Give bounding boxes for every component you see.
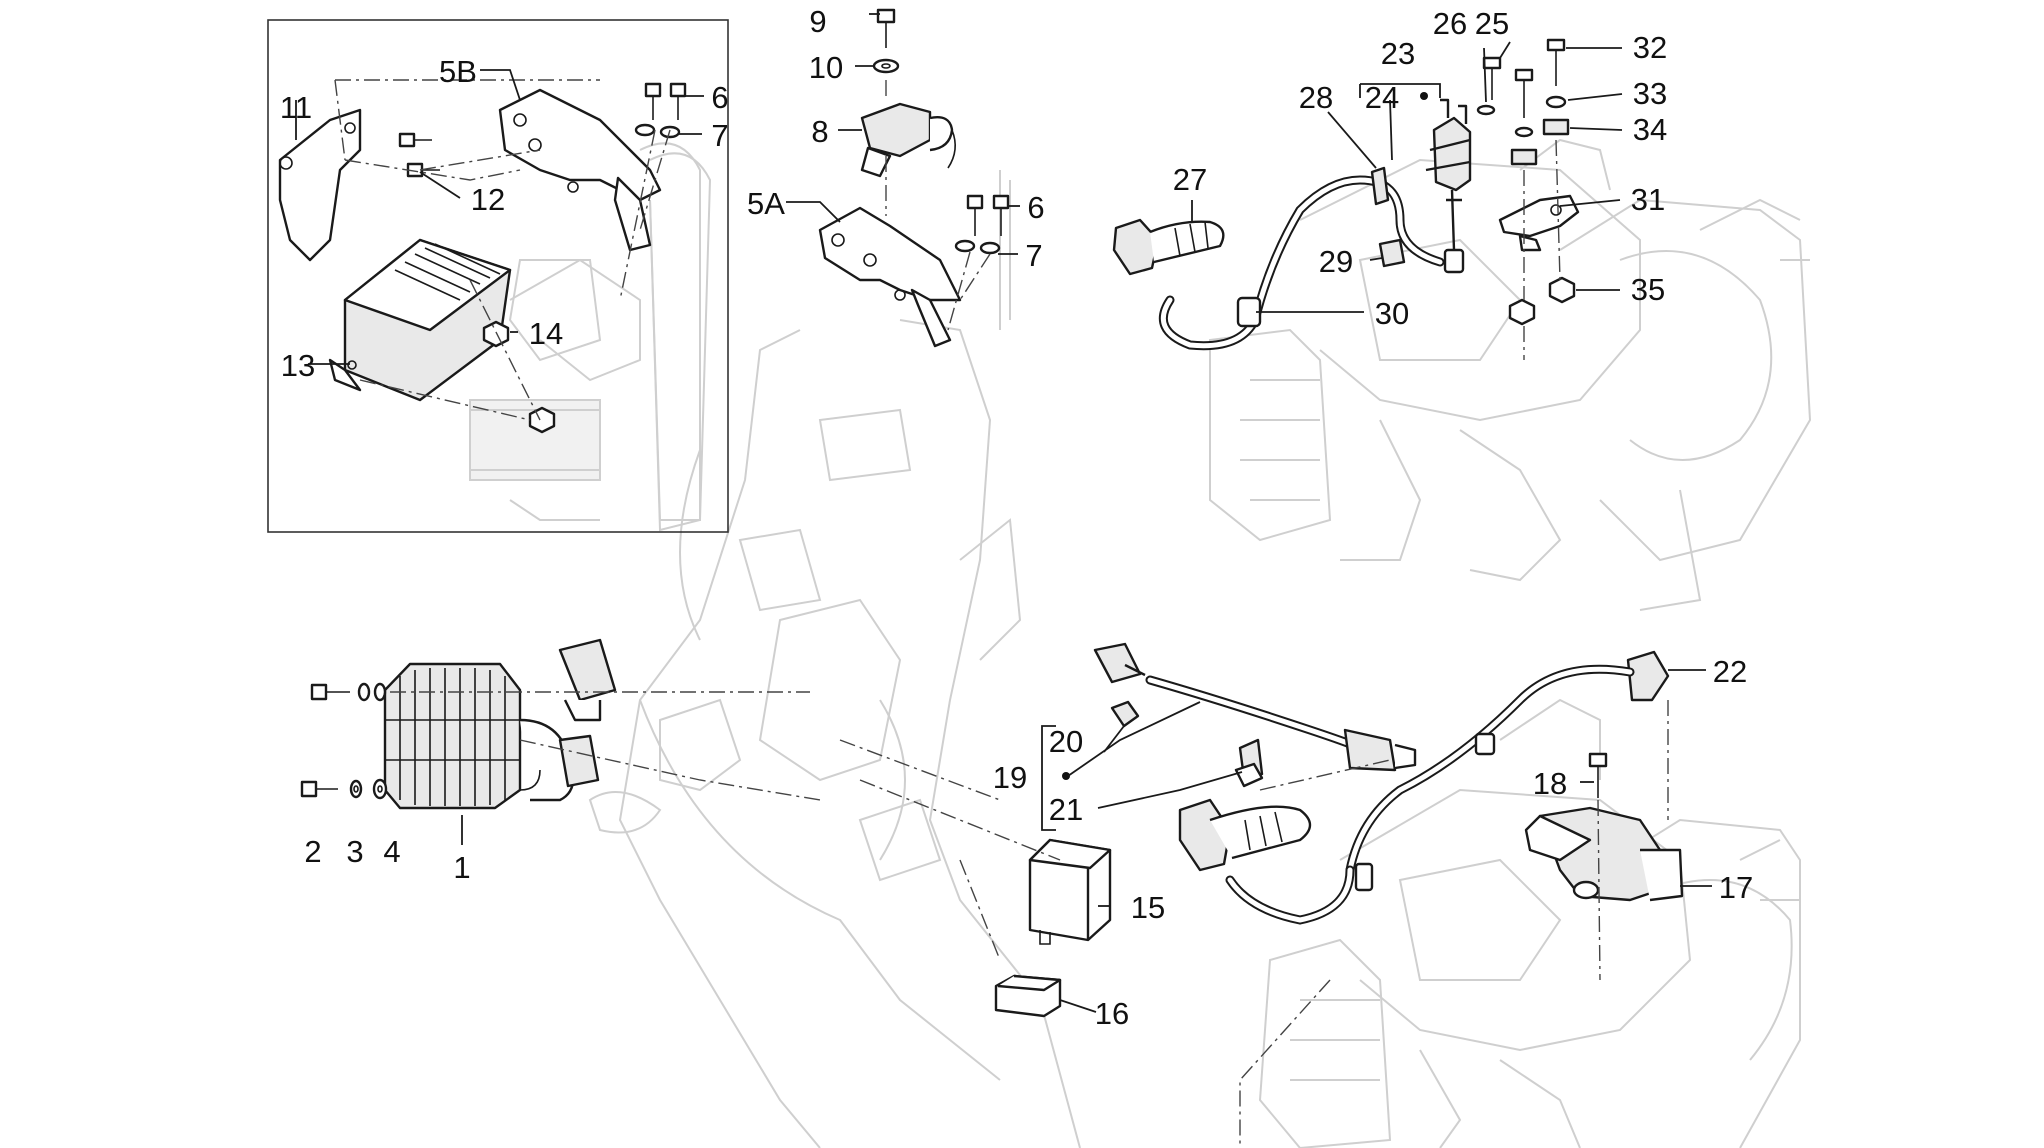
- bolts-part-12: [398, 132, 440, 178]
- callout-27: 27: [1173, 162, 1207, 197]
- leader-lines: [295, 13, 1712, 1013]
- bolt-upper-left: [310, 682, 387, 702]
- callout-5a: 5A: [747, 186, 785, 221]
- callout-9: 9: [809, 4, 826, 39]
- regulator-part-1: [383, 638, 617, 810]
- bolts-parts-25-26: [1476, 56, 1502, 116]
- clip-part-21: [1234, 738, 1264, 788]
- callout-35: 35: [1631, 272, 1665, 307]
- bolts-6-7-inset: [634, 82, 687, 139]
- stud-column-middle: [1510, 68, 1538, 166]
- callout-8: 8: [811, 114, 828, 149]
- ghost-frame: [469, 142, 1081, 1148]
- callout-20: 20: [1049, 724, 1083, 759]
- callout-30: 30: [1375, 296, 1409, 331]
- module-part-15: [1028, 838, 1112, 945]
- bolts-6-7-main: [954, 194, 1010, 255]
- callout-3: 3: [346, 834, 363, 869]
- callout-32: 32: [1633, 30, 1667, 65]
- nut-part-35: [1508, 276, 1576, 326]
- inset-alignment-lines: [334, 79, 671, 421]
- fasteners-parts-2-3-4: [300, 778, 388, 800]
- callout-18: 18: [1533, 766, 1567, 801]
- callout-1: 1: [453, 850, 470, 885]
- callout-labels: 1 2 3 4 5A 5B 6 6 7 7 8 9 10 11 12 13 14…: [280, 4, 1753, 1031]
- spark-plug-cap-part-27: [1112, 218, 1225, 276]
- sensor-part-8: [860, 102, 956, 178]
- bracket-part-5b: [498, 88, 662, 252]
- callout-24: 24: [1365, 80, 1399, 115]
- coil-part-17: [1524, 806, 1684, 902]
- ignition-coil-parts-23-24: [1425, 98, 1472, 274]
- right-lower-alignment-lines: [1239, 700, 1669, 1148]
- callout-7-inset: 7: [711, 118, 728, 153]
- nut-part-14: [482, 320, 556, 434]
- callout-13: 13: [281, 348, 315, 383]
- washer-part-10: [872, 58, 900, 74]
- ghost-engine-lower: [1258, 698, 1801, 1148]
- callout-22: 22: [1713, 654, 1747, 689]
- wire-harness-part-19: [1093, 642, 1417, 772]
- bracket-part-5a: [818, 206, 962, 348]
- bracket-part-11: [278, 108, 362, 262]
- bolts-parts-32-33-34: [1542, 38, 1570, 136]
- sensor-cable-part-22: [1178, 650, 1670, 925]
- callout-19: 19: [993, 760, 1027, 795]
- right-upper-alignment-lines: [1523, 139, 1561, 360]
- callout-31: 31: [1631, 182, 1665, 217]
- callout-28: 28: [1299, 80, 1333, 115]
- callout-25: 25: [1475, 6, 1509, 41]
- top-center-alignment-lines: [885, 80, 991, 331]
- callout-7-main: 7: [1025, 238, 1042, 273]
- screw-part-9: [876, 8, 896, 48]
- bracket-part-31: [1498, 194, 1580, 252]
- callout-21: 21: [1049, 792, 1083, 827]
- callout-6-main: 6: [1027, 190, 1044, 225]
- callout-4: 4: [383, 834, 400, 869]
- clip-part-20: [1110, 700, 1140, 728]
- callout-15: 15: [1131, 890, 1165, 925]
- callout-2: 2: [304, 834, 321, 869]
- callout-33: 33: [1633, 76, 1667, 111]
- lead-cable-parts-28-30: [1158, 166, 1445, 351]
- callout-26: 26: [1433, 6, 1467, 41]
- callout-23: 23: [1381, 36, 1415, 71]
- group-bracket-23: [1359, 83, 1441, 100]
- group-bracket-19: [1041, 725, 1070, 831]
- callout-12: 12: [471, 182, 505, 217]
- callout-10: 10: [809, 50, 843, 85]
- center-alignment-lines: [839, 739, 1061, 961]
- callout-29: 29: [1319, 244, 1353, 279]
- inset-box: [267, 19, 729, 533]
- callout-16: 16: [1095, 996, 1129, 1031]
- callout-11: 11: [280, 90, 312, 125]
- module-part-13: [328, 238, 512, 402]
- left-alignment-lines: [390, 691, 821, 801]
- bolt-part-18: [1588, 752, 1608, 798]
- holder-part-16: [994, 974, 1062, 1018]
- callout-17: 17: [1719, 870, 1753, 905]
- callout-14: 14: [529, 316, 563, 351]
- callout-5b: 5B: [439, 54, 477, 89]
- callout-6-inset: 6: [711, 80, 728, 115]
- callout-34: 34: [1633, 112, 1667, 147]
